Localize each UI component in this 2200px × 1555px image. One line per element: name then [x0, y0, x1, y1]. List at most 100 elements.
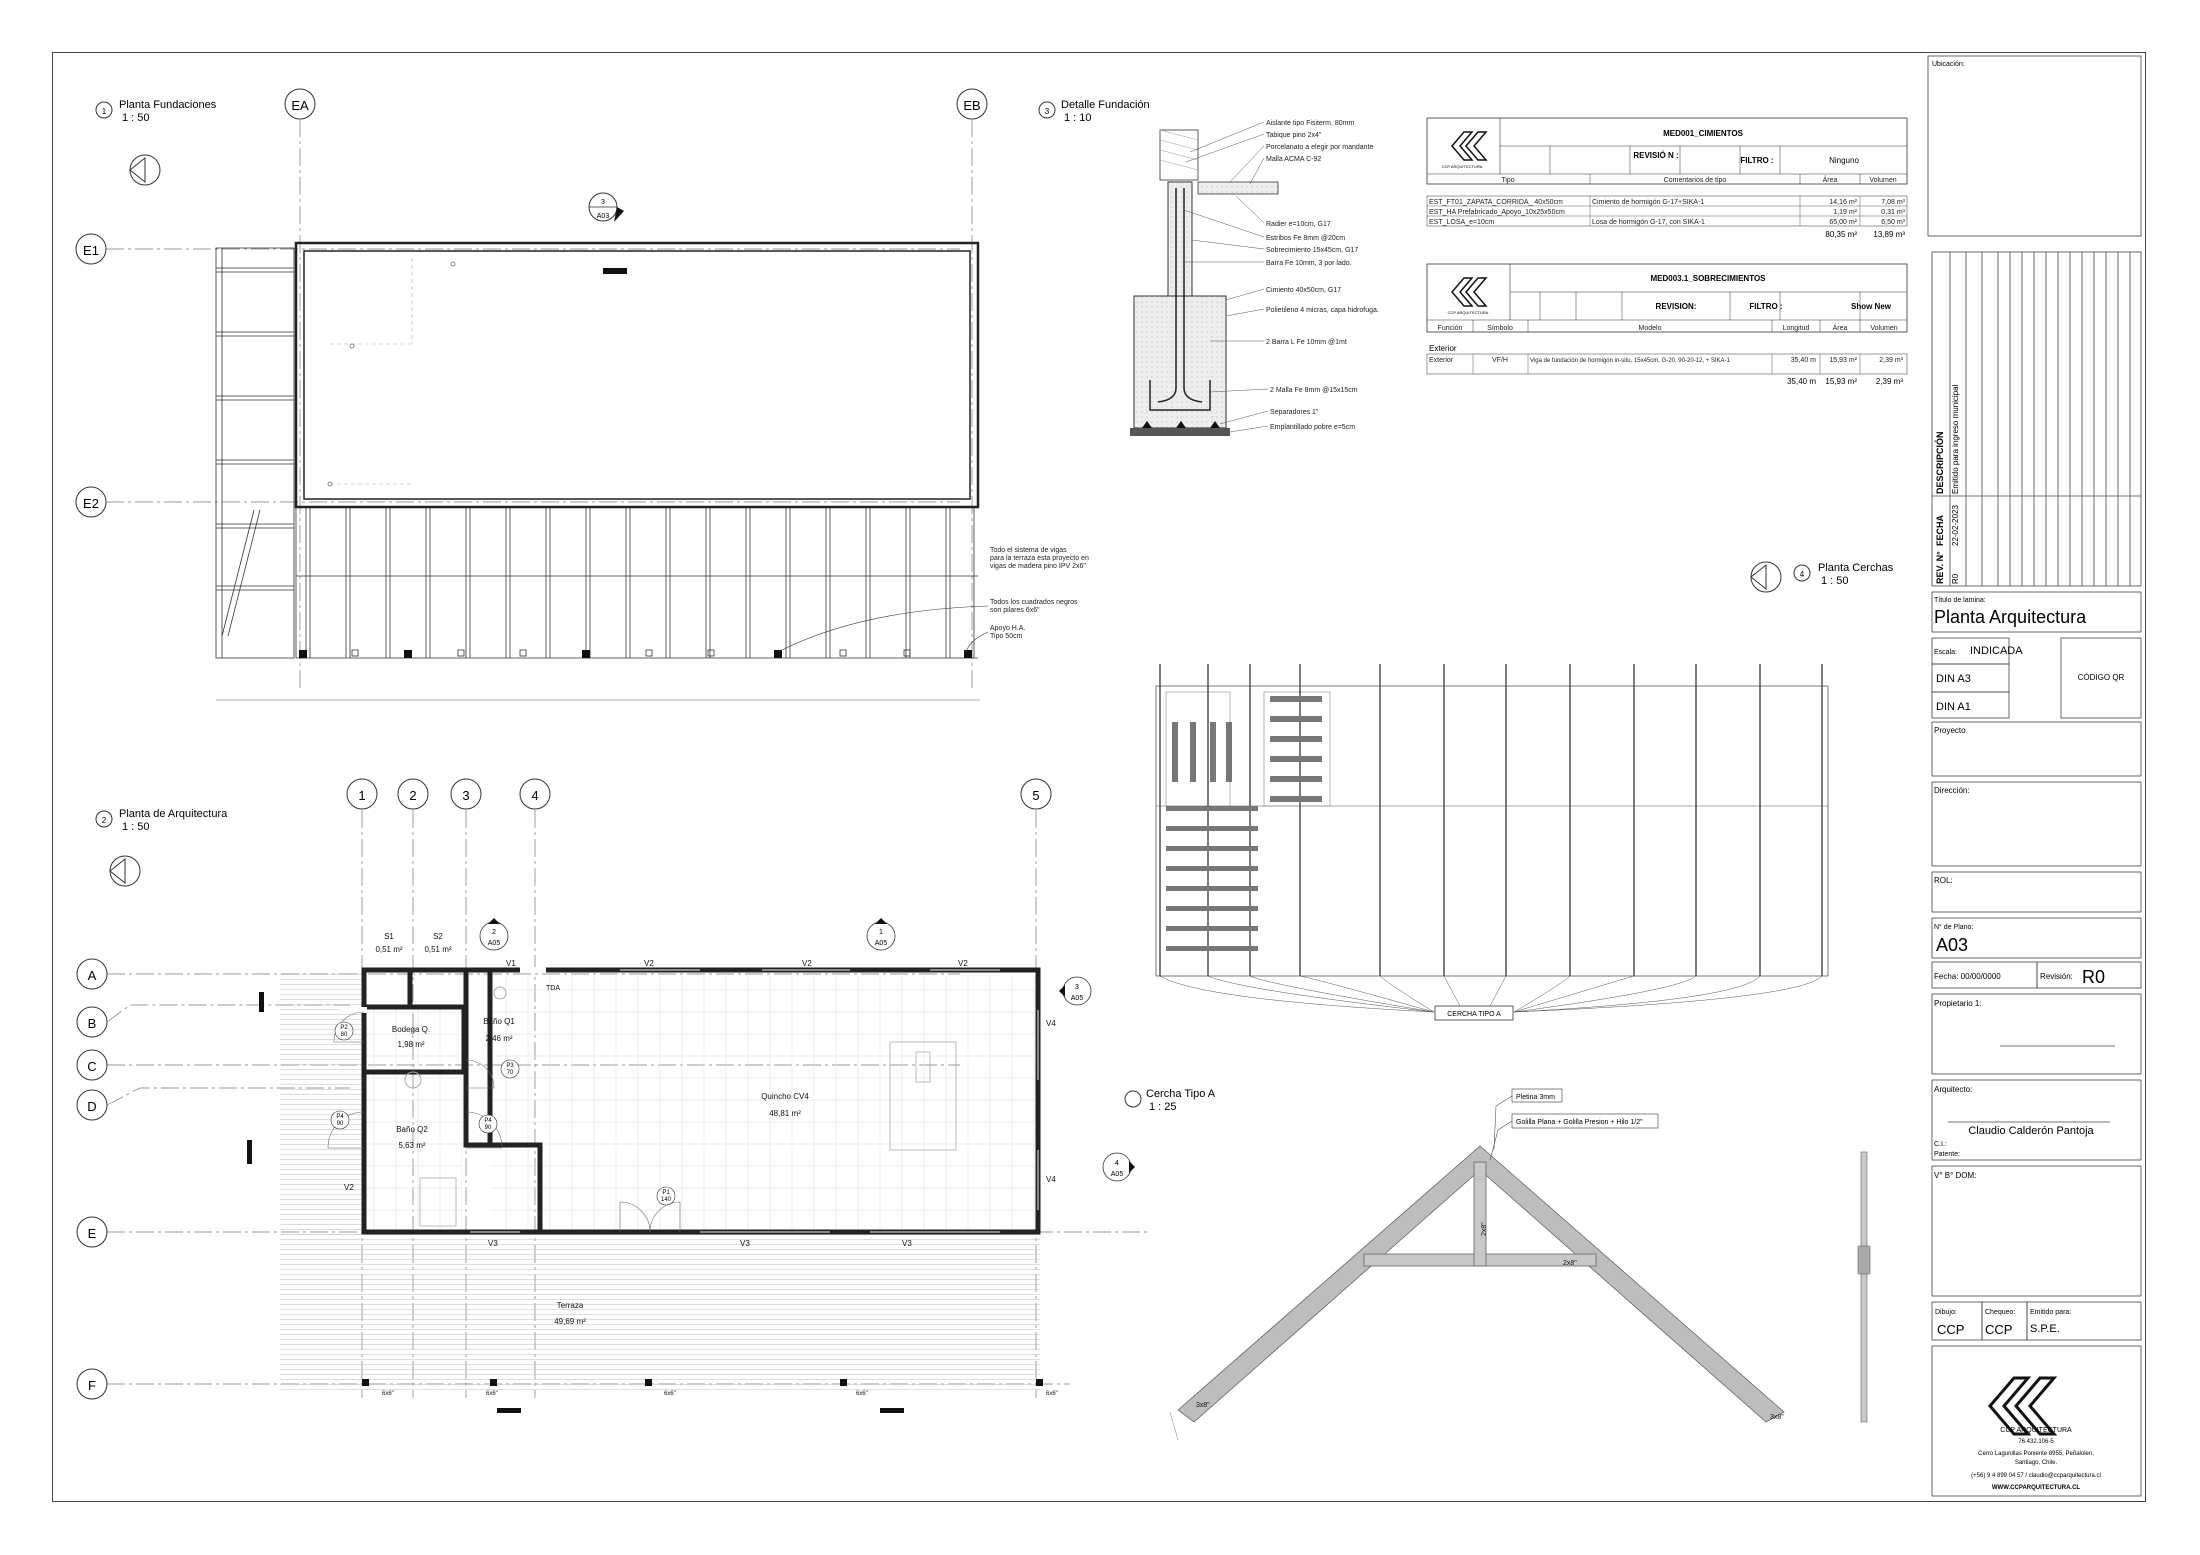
post-size: 6x6": [856, 1391, 868, 1397]
view-title: Cercha Tipo A: [1146, 1088, 1216, 1100]
col-header: Símbolo: [1487, 325, 1513, 332]
view-planta-fundaciones: 1 Planta Fundaciones 1 : 50 EA EB E1 E2 …: [75, 88, 1089, 701]
detail-label: Malla ACMA C-92: [1266, 156, 1321, 163]
schedule-sobrecimientos: CCP ARQUITECTURA MED003.1_SOBRECIMIENTOS…: [1426, 263, 1908, 386]
filter-label: FILTRO :: [1740, 156, 1773, 165]
table-cell: VF/H: [1492, 357, 1508, 364]
checked-by-value: CCP: [1985, 1322, 2012, 1337]
room-area: 49,69 m²: [554, 1317, 586, 1326]
filter-value: Ninguno: [1829, 156, 1859, 165]
architect-name: Claudio Calderón Pantoja: [1968, 1125, 2094, 1137]
sink-icon: [915, 1051, 931, 1083]
total-volume: 2,39 m³: [1876, 377, 1903, 386]
table-cell: 2,39 m³: [1879, 357, 1903, 364]
view-cercha-tipo-a: Cercha Tipo A 1 : 25 3x8" 3x8" 2x8" 2x8"…: [1124, 1088, 1871, 1441]
grid-label-C: C: [87, 1059, 96, 1074]
ccp-logo-icon: [1451, 131, 1488, 161]
grid-bubble-2: [397, 778, 429, 810]
window-tag: V2: [802, 959, 812, 968]
shower-icon: [419, 1177, 457, 1227]
truss-purlins: [1166, 696, 1322, 951]
grid-label-1: 1: [358, 788, 365, 803]
detail-label: Barra Fe 10mm, 3 por lado.: [1266, 260, 1352, 267]
door-tag-text: 140: [661, 1197, 672, 1203]
col-header: Modelo: [1639, 325, 1662, 332]
ref-number: 2: [492, 929, 496, 936]
callout-text: Golilla Plana + Golilla Presion + Hilo 1…: [1516, 1119, 1643, 1126]
detail-label: 2 Malla Fe 8mm @15x15cm: [1270, 387, 1358, 394]
date-value: 22-02-2023: [1951, 505, 1960, 546]
door-tag-p4: [330, 1110, 350, 1130]
table-cell: 0,31 m³: [1881, 209, 1905, 216]
ref-number: 1: [879, 929, 883, 936]
plan-number: A03: [1936, 935, 1968, 955]
detail-label: Radier e=10cm, G17: [1266, 221, 1331, 228]
table-cell: 7,08 m³: [1881, 199, 1905, 206]
paper-size: DIN A3: [1936, 673, 1971, 685]
view-number-circle: [1793, 564, 1811, 582]
grid-label-B: B: [88, 1016, 97, 1031]
quincho-floor: [490, 976, 1036, 1231]
radier: [1197, 181, 1279, 195]
total-area: 80,35 m²: [1825, 230, 1857, 239]
grid-bubble-C: [76, 1049, 108, 1081]
view-number: 1: [102, 107, 107, 116]
door-tag-text: P1: [662, 1190, 670, 1196]
door-tag-text: P3: [506, 1063, 514, 1069]
date-header: FECHA: [1935, 515, 1945, 546]
col-header: Volumen: [1870, 325, 1897, 332]
col-header: Tipo: [1501, 177, 1514, 184]
grid-bubble-F: [76, 1368, 108, 1400]
door-tag-text: 90: [485, 1125, 492, 1131]
emplantillado: [1130, 428, 1230, 436]
cimiento: [1133, 295, 1227, 429]
ref-sheet: A05: [488, 940, 501, 947]
logo-text: CCP ARQUITECTURA: [1448, 310, 1489, 315]
description-header: DESCRIPCIÓN: [1934, 431, 1945, 494]
grid-label-E: E: [88, 1226, 97, 1241]
room-name: S1: [384, 932, 394, 941]
grid-label-F: F: [88, 1378, 96, 1393]
section-number: 3: [601, 199, 605, 206]
toilet-icon: [404, 1071, 422, 1089]
revision-label: REVISION:: [1656, 302, 1697, 311]
detail-label: Aislante tipo Fisiterm. 80mm: [1266, 120, 1354, 127]
scale-label: Escala:: [1934, 649, 1957, 656]
detail-label: Emplantillado pobre e=5cm: [1270, 424, 1355, 431]
post-size: 6x6": [382, 1391, 394, 1397]
posts: [299, 650, 972, 658]
grid-bubble-5: [1020, 778, 1052, 810]
note-line: vigas de madera pino IPV 2x6": [990, 563, 1086, 570]
grid-label-A: A: [88, 968, 97, 983]
grid-bubble-1: [346, 778, 378, 810]
view-scale: 1 : 50: [122, 821, 150, 833]
schedule-title: MED003.1_SOBRECIMIENTOS: [1651, 274, 1767, 283]
window-tag: V3: [902, 1239, 912, 1248]
north-arrow-pointer: [129, 156, 146, 184]
grid-label-EB: EB: [963, 98, 980, 113]
detail-label: 2 Barra L Fe 10mm @1mt: [1266, 339, 1347, 346]
room-name: Bodega Q.: [392, 1025, 430, 1034]
window-tag: V3: [488, 1239, 498, 1248]
grid-label-2: 2: [409, 788, 416, 803]
detail-label: Sobrecimiento 15x45cm, G17: [1266, 247, 1358, 254]
qr-code-label: CÓDIGO QR: [2078, 673, 2125, 682]
paper-size: DIN A1: [1936, 701, 1971, 713]
deck-terrace: [280, 1234, 1040, 1390]
ci-label: C.I.:: [1934, 1141, 1947, 1148]
title-block: [1927, 55, 2142, 1497]
window-tag: V3: [740, 1239, 750, 1248]
room-area: 5,63 m²: [398, 1141, 425, 1150]
window-tag: V4: [1046, 1019, 1056, 1028]
view-title: Planta de Arquitectura: [119, 808, 228, 820]
door-tag-text: P4: [336, 1114, 344, 1120]
drawn-by-label: Dibujo:: [1935, 1309, 1957, 1316]
rev-header: REV. N°: [1935, 551, 1945, 584]
view-number: 3: [1045, 107, 1050, 116]
view-title: Planta Cerchas: [1818, 562, 1894, 574]
note-line: Todo el sistema de vigas: [990, 547, 1067, 554]
date-field: Fecha: 00/00/0000: [1934, 972, 2001, 981]
drawing-sheet-border: [52, 52, 2146, 1502]
room-name: S2: [433, 932, 443, 941]
room-area: 0,51 m²: [424, 945, 451, 954]
